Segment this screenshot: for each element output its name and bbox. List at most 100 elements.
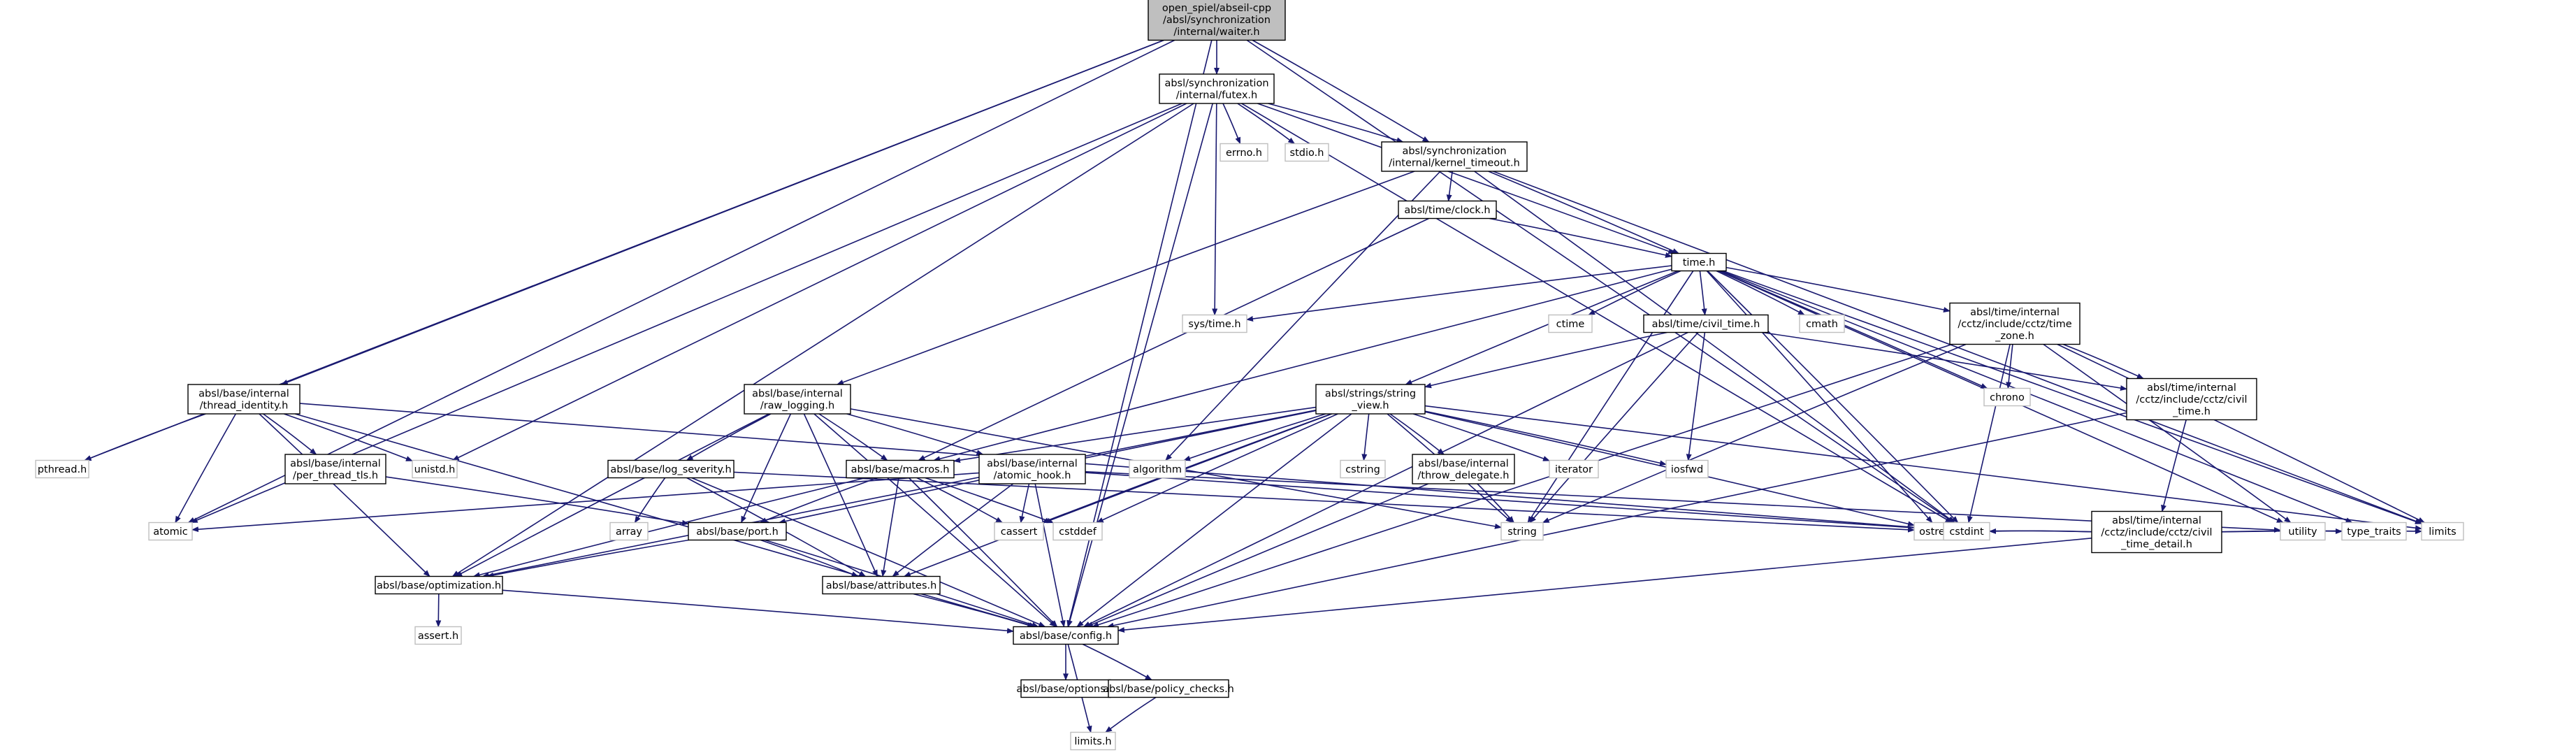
node-optimization[interactable]: absl/base/optimization.h [375, 575, 503, 595]
edge-futex-to-cstdint [1241, 103, 1953, 524]
node-box [414, 626, 462, 645]
node-box [2421, 522, 2464, 541]
node-box [375, 575, 503, 595]
edge-throw_delegate-to-config [1085, 483, 1429, 628]
edge-civil_time-to-string [1529, 331, 1699, 524]
node-box [1943, 522, 1990, 541]
node-box [744, 384, 851, 415]
node-label: type_traits [2347, 526, 2401, 538]
node-label: /per_thread_tls.h [293, 470, 378, 482]
edge-raw_logging-to-config [813, 413, 1057, 628]
node-root[interactable]: open_spiel/abseil-cpp/absl/synchronizati… [1148, 0, 1286, 41]
node-log-severity[interactable]: absl/base/log_severity.h [607, 459, 735, 479]
node-civil-time-detail[interactable]: absl/time/internal/cctz/include/cctz/civ… [2091, 510, 2222, 554]
edge-raw_logging-to-port [740, 413, 792, 524]
node-time-zone[interactable]: absl/time/internal/cctz/include/cctz/tim… [1949, 302, 2081, 345]
node-thread-identity[interactable]: absl/base/internal/thread_identity.h [187, 384, 301, 415]
node-label: absl/base/attributes.h [826, 580, 937, 591]
node-port[interactable]: absl/base/port.h [688, 522, 787, 541]
node-raw-logging[interactable]: absl/base/internal/raw_logging.h [744, 384, 851, 415]
edge-time-to-string [1527, 271, 1694, 524]
node-unistd: unistd.h [412, 459, 458, 479]
node-box [2280, 522, 2326, 541]
node-attributes[interactable]: absl/base/attributes.h [822, 575, 941, 595]
node-atomic-hook[interactable]: absl/base/internal/atomic_hook.h [978, 454, 1086, 484]
node-label: utility [2288, 526, 2317, 538]
edge-time-to-cmath [1716, 270, 1805, 316]
edge-thread_identity-to-per_thread_tls [263, 413, 317, 455]
edge-kernel_timeout-to-cstdint [1474, 171, 1955, 524]
node-label: /throw_delegate.h [1418, 470, 1510, 482]
edge-macros-to-port [759, 477, 878, 524]
node-errno: errno.h [1220, 143, 1268, 162]
node-throw-delegate[interactable]: absl/base/internal/throw_delegate.h [1412, 454, 1515, 484]
node-box [1412, 454, 1515, 484]
node-label: open_spiel/abseil-cpp [1162, 3, 1271, 14]
node-clock[interactable]: absl/time/clock.h [1398, 200, 1497, 220]
edge-atomic_hook-to-attributes [892, 483, 1014, 577]
node-iosfwd: iosfwd [1665, 459, 1709, 479]
node-box [1148, 0, 1286, 41]
edge-string_view-to-iosfwd [1424, 410, 1667, 466]
edge-civil_time-to-string_view [1424, 331, 1667, 389]
edge-clock-to-time [1489, 217, 1672, 258]
edge-futex-to-stdio [1237, 103, 1296, 145]
edge-root-to-cstdint [1246, 39, 1955, 524]
node-box [187, 384, 301, 415]
edge-string_view-to-throw_delegate [1389, 413, 1445, 455]
node-policy-checks[interactable]: absl/base/policy_checks.h [1103, 679, 1234, 698]
node-label: string [1507, 526, 1537, 538]
node-asserth: assert.h [414, 626, 462, 645]
node-label: ctime [1556, 319, 1585, 330]
edge-optimization-to-asserth [435, 594, 442, 628]
node-box [1398, 200, 1497, 220]
node-box [1052, 522, 1103, 541]
node-label: absl/base/internal [752, 389, 843, 400]
node-label: /thread_identity.h [200, 401, 289, 412]
node-cctz-civil-time[interactable]: absl/time/internal/cctz/include/cctz/civ… [2126, 378, 2257, 421]
edge-port-to-optimization [486, 539, 689, 578]
node-box [1020, 679, 1111, 698]
node-civil-time[interactable]: absl/time/civil_time.h [1643, 314, 1769, 333]
node-string: string [1500, 522, 1544, 541]
node-box [1220, 143, 1268, 162]
node-systime: sys/time.h [1182, 314, 1247, 333]
node-label: limits [2429, 526, 2456, 538]
edge-civil_time-to-config [1083, 331, 1688, 628]
edge-throw_delegate-to-string [1477, 483, 1514, 524]
node-box [1671, 252, 1727, 272]
node-label: absl/base/internal [290, 459, 381, 470]
node-box [1548, 314, 1593, 333]
node-label: absl/time/internal [2112, 515, 2201, 526]
node-box [822, 575, 941, 595]
node-options[interactable]: absl/base/options.h [1016, 679, 1115, 698]
node-label: _time.h [2172, 406, 2210, 417]
node-per-thread-tls[interactable]: absl/base/internal/per_thread_tls.h [284, 454, 386, 484]
node-kernel-timeout[interactable]: absl/synchronization/internal/kernel_tim… [1381, 141, 1528, 172]
node-cstddef: cstddef [1052, 522, 1103, 541]
node-label: /raw_logging.h [760, 401, 834, 412]
node-label: /cctz/include/cctz/civil [2136, 394, 2247, 405]
node-label: array [616, 526, 642, 538]
edge-thread_identity-to-unistd [284, 413, 413, 462]
node-label: cstdint [1949, 526, 1984, 538]
node-string-view[interactable]: absl/strings/string_view.h [1315, 384, 1426, 415]
node-atomic: atomic [148, 522, 193, 541]
node-cmath: cmath [1799, 314, 1845, 333]
node-config[interactable]: absl/base/config.h [1013, 626, 1119, 645]
node-cstring: cstring [1340, 459, 1386, 479]
node-box [412, 459, 458, 479]
edge-time_zone-to-cctz_civil_time [2062, 343, 2144, 380]
node-box [1643, 314, 1769, 333]
node-box [1381, 141, 1528, 172]
edge-time-to-systime [1246, 265, 1672, 322]
node-box [994, 522, 1044, 541]
edge-futex-to-systime [1212, 103, 1218, 316]
node-time[interactable]: time.h [1671, 252, 1727, 272]
node-macros[interactable]: absl/base/macros.h [846, 459, 955, 479]
edge-time_zone-to-utility [2043, 343, 2292, 524]
node-futex[interactable]: absl/synchronization/internal/futex.h [1159, 73, 1275, 104]
node-box [688, 522, 787, 541]
node-stdio: stdio.h [1285, 143, 1329, 162]
edge-raw_logging-to-atomic_hook [846, 413, 984, 456]
